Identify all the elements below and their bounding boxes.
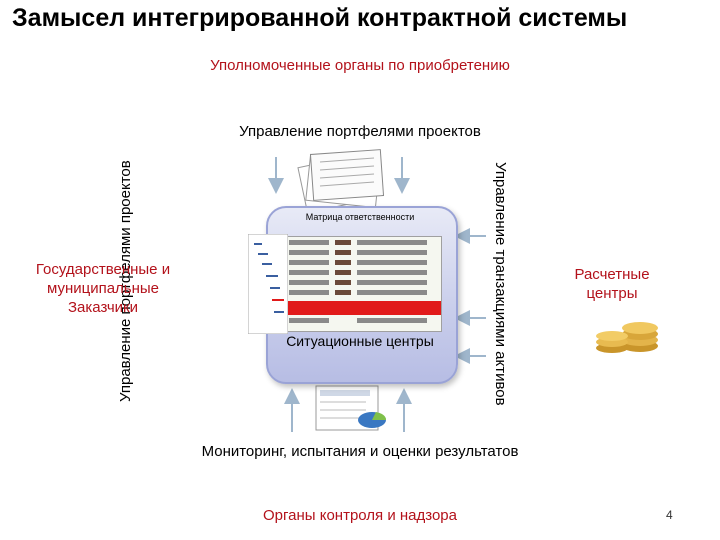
gantt-chart-icon [248, 234, 288, 334]
portfolio-management-top-label: Управление портфелями проектов [239, 123, 481, 140]
documents-stack-icon [297, 149, 385, 214]
responsibility-matrix-label: Матрица ответственности [305, 212, 415, 222]
control-bodies-label: Органы контроля и надзора [262, 507, 457, 524]
responsibility-matrix-table [284, 236, 442, 332]
authorized-bodies-label: Уполномоченные органы по приобретению [210, 57, 510, 74]
customers-label: Государственные и муниципальные Заказчик… [35, 261, 171, 316]
coin-stack-icon [596, 322, 658, 353]
report-chart-icon [315, 385, 387, 431]
asset-transactions-vertical-label: Управление транзакциями активов [492, 162, 509, 406]
page-title: Замысел интегрированной контрактной сист… [12, 4, 628, 32]
situation-centers-label: Ситуационные центры [286, 333, 434, 349]
settlement-centers-label: Расчетные центры [574, 266, 650, 302]
page-number: 4 [666, 508, 673, 522]
monitoring-label: Мониторинг, испытания и оценки результат… [201, 443, 519, 460]
